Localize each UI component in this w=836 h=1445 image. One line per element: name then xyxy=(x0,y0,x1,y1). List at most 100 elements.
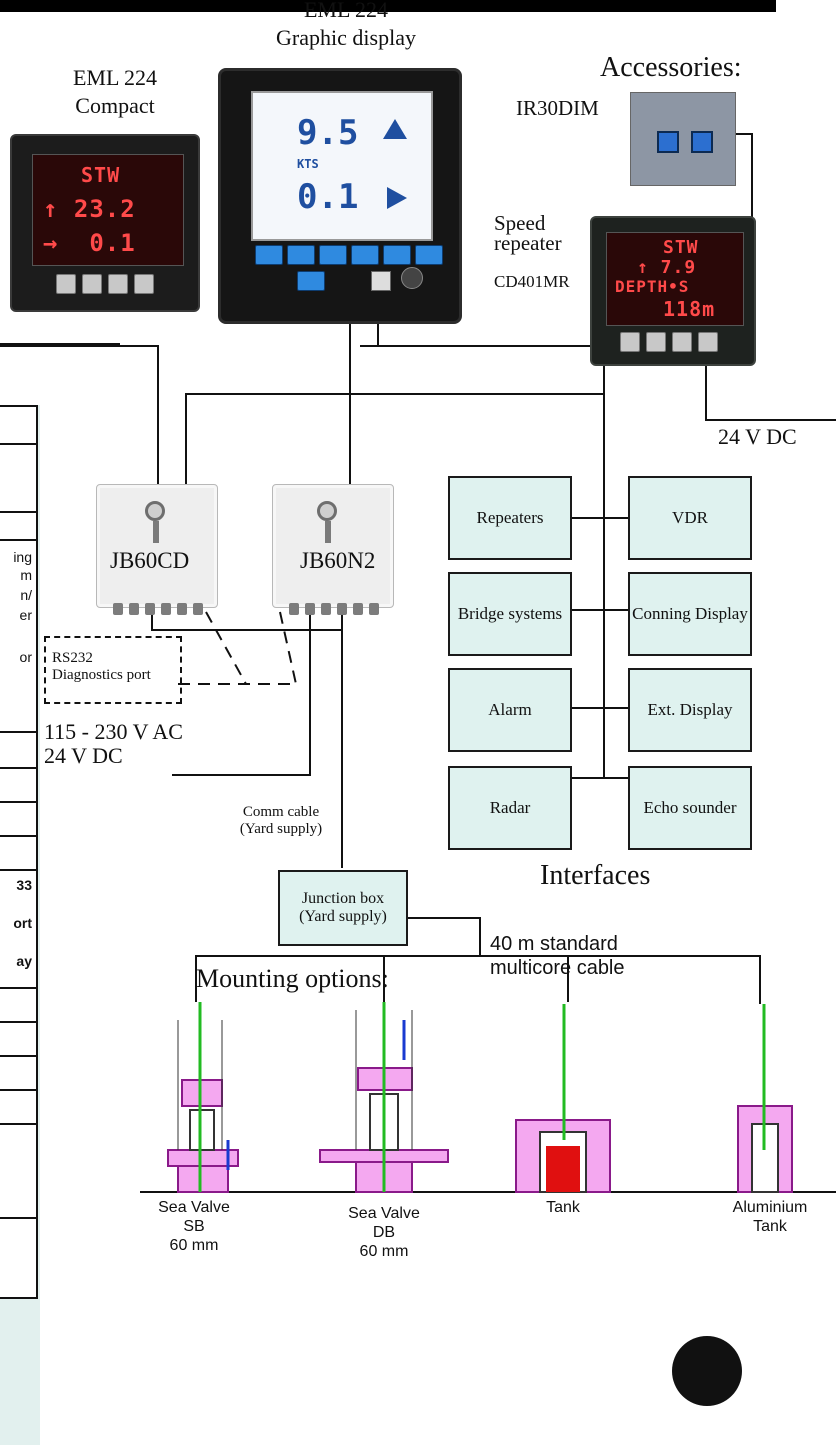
gland xyxy=(129,603,139,615)
panel-cell xyxy=(0,767,38,803)
soft-key[interactable] xyxy=(319,245,347,265)
mounting-title: Mounting options: xyxy=(196,964,389,993)
ship-wheel-icon xyxy=(672,1336,742,1406)
mount-option-aluminium: Aluminium Tank xyxy=(710,1198,830,1236)
interface-vdr: VDR xyxy=(628,476,752,560)
repeater-key[interactable] xyxy=(698,332,718,352)
repeater-key[interactable] xyxy=(646,332,666,352)
compact-display-device: STW ↑ 23.2 → 0.1 xyxy=(10,134,200,312)
ir-button[interactable] xyxy=(691,131,713,153)
gland xyxy=(113,603,123,615)
soft-key[interactable] xyxy=(297,271,325,291)
comm-cable-label: Comm cable (Yard supply) xyxy=(226,804,336,839)
graphic-screen: 9.5 KTS 0.1 xyxy=(251,91,433,241)
compact-title: EML 224 Compact xyxy=(40,64,190,119)
interface-repeaters: Repeaters xyxy=(448,476,572,560)
speed-repeater-line2: repeater xyxy=(494,230,562,255)
panel-text: m xyxy=(20,567,32,583)
dc-supply: 24 V DC xyxy=(44,743,123,769)
mount-sb-line2: SB xyxy=(183,1218,205,1236)
soft-key[interactable] xyxy=(383,245,411,265)
cd401mr-label: CD401MR xyxy=(494,272,570,291)
gland xyxy=(161,603,171,615)
mount-tank-line1: Tank xyxy=(546,1199,580,1216)
key-stem xyxy=(325,521,331,543)
compact-screen-line3: → 0.1 xyxy=(43,229,136,257)
soft-key[interactable] xyxy=(255,245,283,265)
gland xyxy=(305,603,315,615)
jb60cd-label: JB60CD xyxy=(110,548,190,573)
mount-option-tank: Tank xyxy=(508,1198,618,1217)
connection-lines xyxy=(0,133,836,1193)
compact-key[interactable] xyxy=(82,274,102,294)
panel-cell xyxy=(0,1055,38,1091)
panel-cell xyxy=(0,443,38,513)
comm-cable-line1: Comm cable xyxy=(242,804,320,820)
jb60n2-label: JB60N2 xyxy=(300,548,376,573)
interface-echo-sounder: Echo sounder xyxy=(628,766,752,850)
panel-cell: 33 ort ay xyxy=(0,869,38,989)
graphic-unit: KTS xyxy=(297,157,319,171)
panel-text: n/ xyxy=(20,587,32,603)
compact-screen-line1: STW xyxy=(81,163,121,187)
compact-key[interactable] xyxy=(134,274,154,294)
panel-cell xyxy=(0,511,38,541)
interface-alarm: Alarm xyxy=(448,668,572,752)
accessories-label: Accessories: xyxy=(600,52,742,83)
speed-repeater-line1: Speed xyxy=(494,211,546,235)
compact-key[interactable] xyxy=(108,274,128,294)
panel-cell xyxy=(0,1123,38,1219)
gland xyxy=(193,603,203,615)
cable-glands xyxy=(289,603,379,615)
comm-cable-line2: (Yard supply) xyxy=(239,821,323,838)
gland xyxy=(289,603,299,615)
compact-title-line2: Compact xyxy=(75,92,155,118)
multicore-label: 40 m standard multicore cable xyxy=(490,932,625,980)
junction-box-line1: Junction box xyxy=(301,889,385,907)
repeater-screen: STW ↑ 7.9 DEPTH•S 118m xyxy=(606,232,744,326)
panel-cell xyxy=(0,405,38,445)
panel-text: ort xyxy=(13,915,32,931)
mount-db-line2: DB xyxy=(372,1224,396,1242)
panel-text: or xyxy=(19,649,32,665)
soft-key[interactable] xyxy=(351,245,379,265)
side-panel: ing m n/ er or 33 ort ay xyxy=(0,405,40,1445)
panel-text: 33 xyxy=(16,877,32,893)
soft-key[interactable] xyxy=(415,245,443,265)
repeater-supply-label: 24 V DC xyxy=(718,424,797,449)
graphic-buttons-row2 xyxy=(297,271,325,291)
multicore-line1: 40 m standard xyxy=(490,933,618,955)
panel-cell: ing m n/ er or xyxy=(0,539,38,733)
panel-text: ay xyxy=(16,953,32,969)
panel-cell xyxy=(0,801,38,837)
arrow-up-icon xyxy=(383,119,407,139)
repeater-line2: ↑ 7.9 xyxy=(637,257,697,278)
ir-button[interactable] xyxy=(657,131,679,153)
ir30dim-device xyxy=(630,92,736,186)
speed-repeater-device: STW ↑ 7.9 DEPTH•S 118m xyxy=(590,216,756,366)
gland xyxy=(353,603,363,615)
repeater-line3: DEPTH•S xyxy=(615,277,690,296)
panel-cell xyxy=(0,1021,38,1057)
diagnostics-port-label: Diagnostics port xyxy=(52,666,151,683)
panel-text: er xyxy=(19,607,32,623)
power-supply-label: 115 - 230 V AC 24 V DC xyxy=(44,719,183,769)
mount-alu-line2: Tank xyxy=(753,1218,787,1236)
compact-screen-line2: ↑ 23.2 xyxy=(43,195,136,223)
soft-key[interactable] xyxy=(287,245,315,265)
diagnostics-label: RS232 Diagnostics port xyxy=(52,650,151,683)
repeater-key[interactable] xyxy=(672,332,692,352)
compact-title-line1: EML 224 xyxy=(72,65,158,90)
key-icon xyxy=(145,501,165,521)
jb60n2-box xyxy=(272,484,394,615)
gland xyxy=(337,603,347,615)
mount-sb-line1: Sea Valve xyxy=(158,1199,230,1216)
repeater-key[interactable] xyxy=(620,332,640,352)
top-bar-gap xyxy=(140,12,780,14)
compact-key[interactable] xyxy=(56,274,76,294)
panel-text: ing xyxy=(13,549,32,565)
panel-cell xyxy=(0,987,38,1023)
graphic-display-device: 9.5 KTS 0.1 xyxy=(218,68,462,324)
graphic-top-value: 9.5 xyxy=(297,113,359,153)
gland xyxy=(145,603,155,615)
